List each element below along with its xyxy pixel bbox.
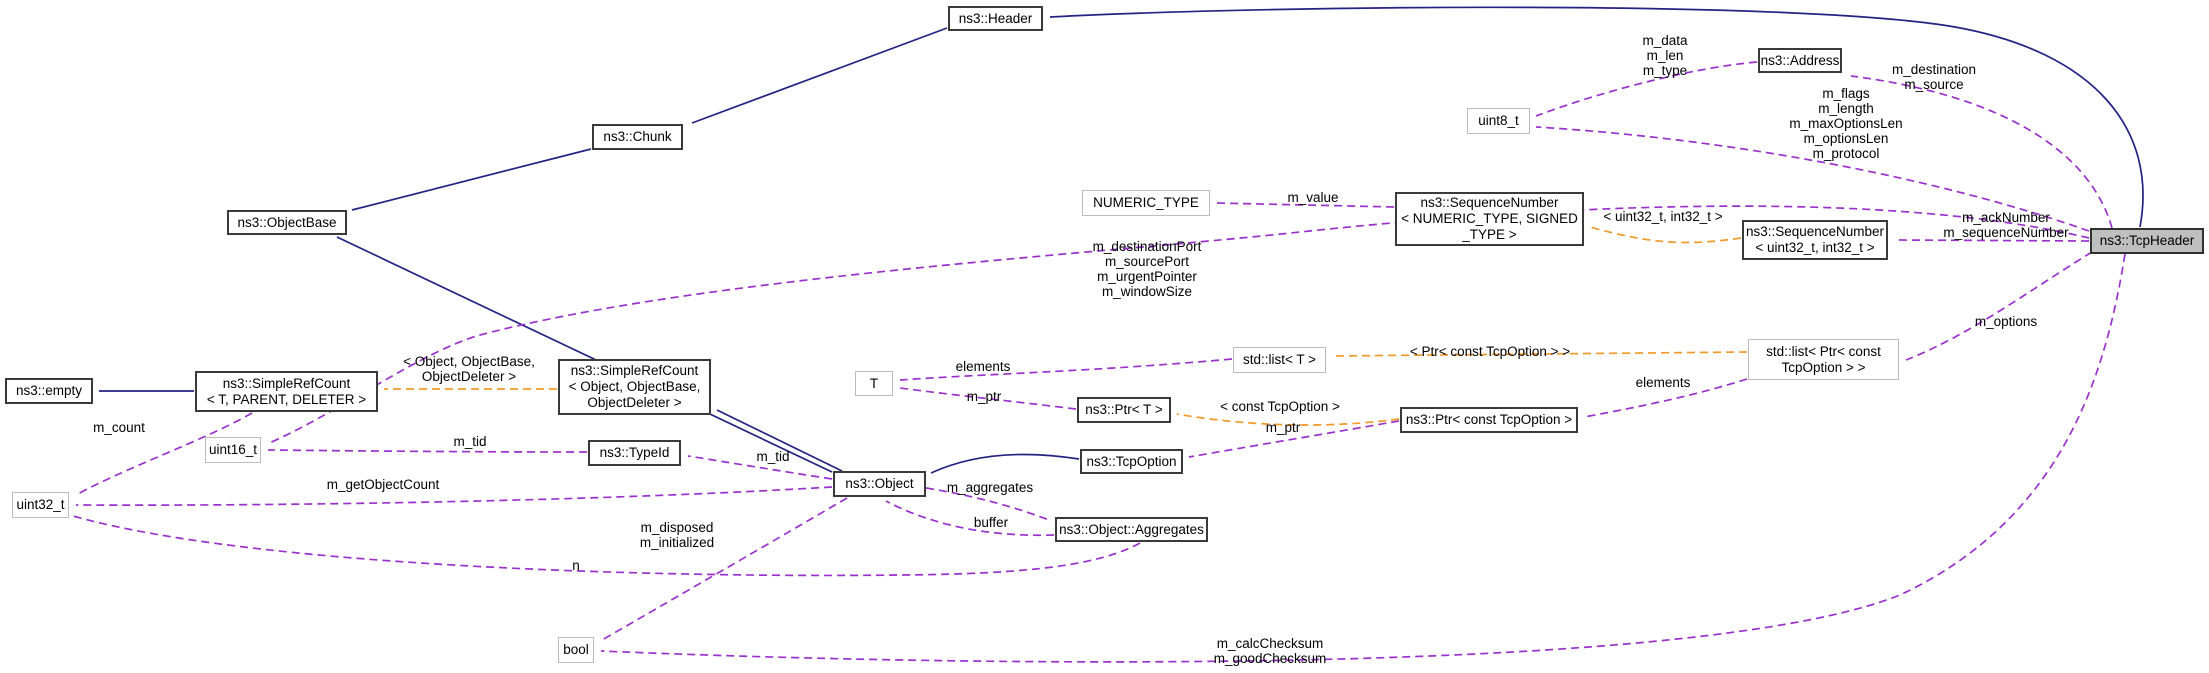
node-uint32-t[interactable]: uint32_t — [12, 492, 69, 518]
node-ns3-object-aggregates[interactable]: ns3::Object::Aggregates — [1055, 517, 1208, 542]
node-ns3-ptr-const-tcpoption[interactable]: ns3::Ptr< const TcpOption > — [1400, 407, 1578, 433]
edge-label-tmpl-object-objectbase: < Object, ObjectBase, ObjectDeleter > — [403, 354, 535, 384]
edge-label-m-data: m_data m_len m_type — [1642, 33, 1688, 78]
node-ns3-sequencenumber-uint32[interactable]: ns3::SequenceNumber < uint32_t, int32_t … — [1742, 220, 1888, 260]
edge-label-tmpl-const-tcpoption: < const TcpOption > — [1220, 399, 1340, 414]
node-ns3-tcpoption[interactable]: ns3::TcpOption — [1080, 449, 1183, 474]
edge-label-m-ptr-tcpoption: m_ptr — [1265, 420, 1301, 435]
edge-label-m-getobjectcount: m_getObjectCount — [326, 477, 440, 492]
edge-label-elements-list-t: elements — [955, 359, 1011, 374]
edge-label-m-value: m_value — [1287, 190, 1339, 205]
edge-label-tmpl-uint32-int32: < uint32_t, int32_t > — [1603, 209, 1723, 224]
edge-label-m-aggregates: m_aggregates — [946, 480, 1034, 495]
node-numeric-type[interactable]: NUMERIC_TYPE — [1082, 190, 1210, 216]
node-uint16-t[interactable]: uint16_t — [205, 437, 261, 463]
edge-label-m-options: m_options — [1974, 314, 2038, 329]
edge-label-m-tid-typeid: m_tid — [756, 449, 790, 464]
edge-label-m-ptr-t: m_ptr — [966, 389, 1002, 404]
node-std-list-t[interactable]: std::list< T > — [1233, 347, 1326, 373]
edge-label-buffer: buffer — [973, 515, 1009, 530]
node-t[interactable]: T — [855, 371, 893, 396]
node-ns3-simplerefcount-object[interactable]: ns3::SimpleRefCount < Object, ObjectBase… — [558, 359, 711, 415]
node-ns3-sequencenumber-generic[interactable]: ns3::SequenceNumber < NUMERIC_TYPE, SIGN… — [1395, 192, 1584, 246]
node-ns3-tcpheader[interactable]: ns3::TcpHeader — [2090, 228, 2204, 254]
node-ns3-simplerefcount-generic[interactable]: ns3::SimpleRefCount < T, PARENT, DELETER… — [195, 371, 378, 412]
node-ns3-address[interactable]: ns3::Address — [1758, 48, 1842, 73]
node-ns3-ptr-t[interactable]: ns3::Ptr< T > — [1077, 397, 1171, 423]
node-ns3-header[interactable]: ns3::Header — [948, 6, 1043, 31]
edge-label-m-destinationport: m_destinationPort m_sourcePort m_urgentP… — [1092, 239, 1202, 299]
edge-label-m-count: m_count — [93, 420, 145, 435]
node-ns3-chunk[interactable]: ns3::Chunk — [592, 124, 683, 150]
edge-label-n: n — [572, 558, 580, 573]
node-bool[interactable]: bool — [558, 637, 594, 663]
edge-label-m-flags: m_flags m_length m_maxOptionsLen m_optio… — [1789, 86, 1903, 161]
node-ns3-empty[interactable]: ns3::empty — [5, 378, 93, 404]
edge-label-m-destination: m_destination m_source — [1891, 62, 1977, 92]
node-ns3-object[interactable]: ns3::Object — [833, 471, 926, 497]
edge-label-m-disposed: m_disposed m_initialized — [639, 520, 715, 550]
edge-label-m-acknumber: m_ackNumber m_sequenceNumber — [1943, 210, 2069, 240]
edge-label-m-tid-uint16: m_tid — [453, 434, 487, 449]
node-ns3-objectbase[interactable]: ns3::ObjectBase — [227, 210, 347, 235]
node-uint8-t[interactable]: uint8_t — [1467, 108, 1530, 134]
edge-label-elements-list-ptr: elements — [1635, 375, 1691, 390]
edge-label-tmpl-ptr-const-tcpoption: < Ptr< const TcpOption > > — [1409, 344, 1571, 359]
node-std-list-ptr-const-tcpoption[interactable]: std::list< Ptr< const TcpOption > > — [1748, 339, 1899, 380]
node-ns3-typeid[interactable]: ns3::TypeId — [588, 440, 681, 466]
edge-label-m-calcchecksum: m_calcChecksum m_goodChecksum — [1213, 636, 1327, 666]
